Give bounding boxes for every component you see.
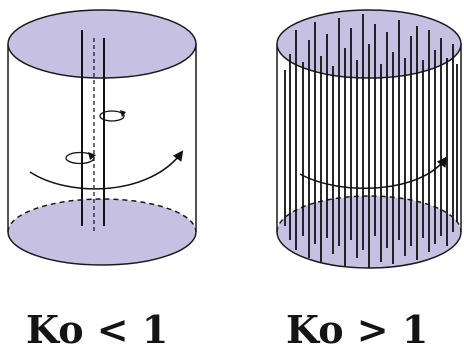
left-rotation-arrow [29,150,184,190]
left-swirl-lower [65,151,96,165]
caption-ko-less-than-one: Ko < 1 [26,307,169,352]
left-cylinder-top-cap [7,9,197,79]
left-cylinder-bottom-cap [8,199,196,265]
left-cylinder-bottom-back-edge [7,198,197,233]
left-cylinder-bottom-front-edge [7,231,197,266]
right-cylinder [276,9,462,269]
left-swirl-upper [99,110,126,122]
right-rotation-arrow [299,156,448,190]
right-vortex-lines [284,14,458,268]
caption-ko-greater-than-one: Ko > 1 [286,307,429,352]
right-cylinder-bottom-back-edge [276,195,462,233]
left-cylinder [7,9,197,266]
